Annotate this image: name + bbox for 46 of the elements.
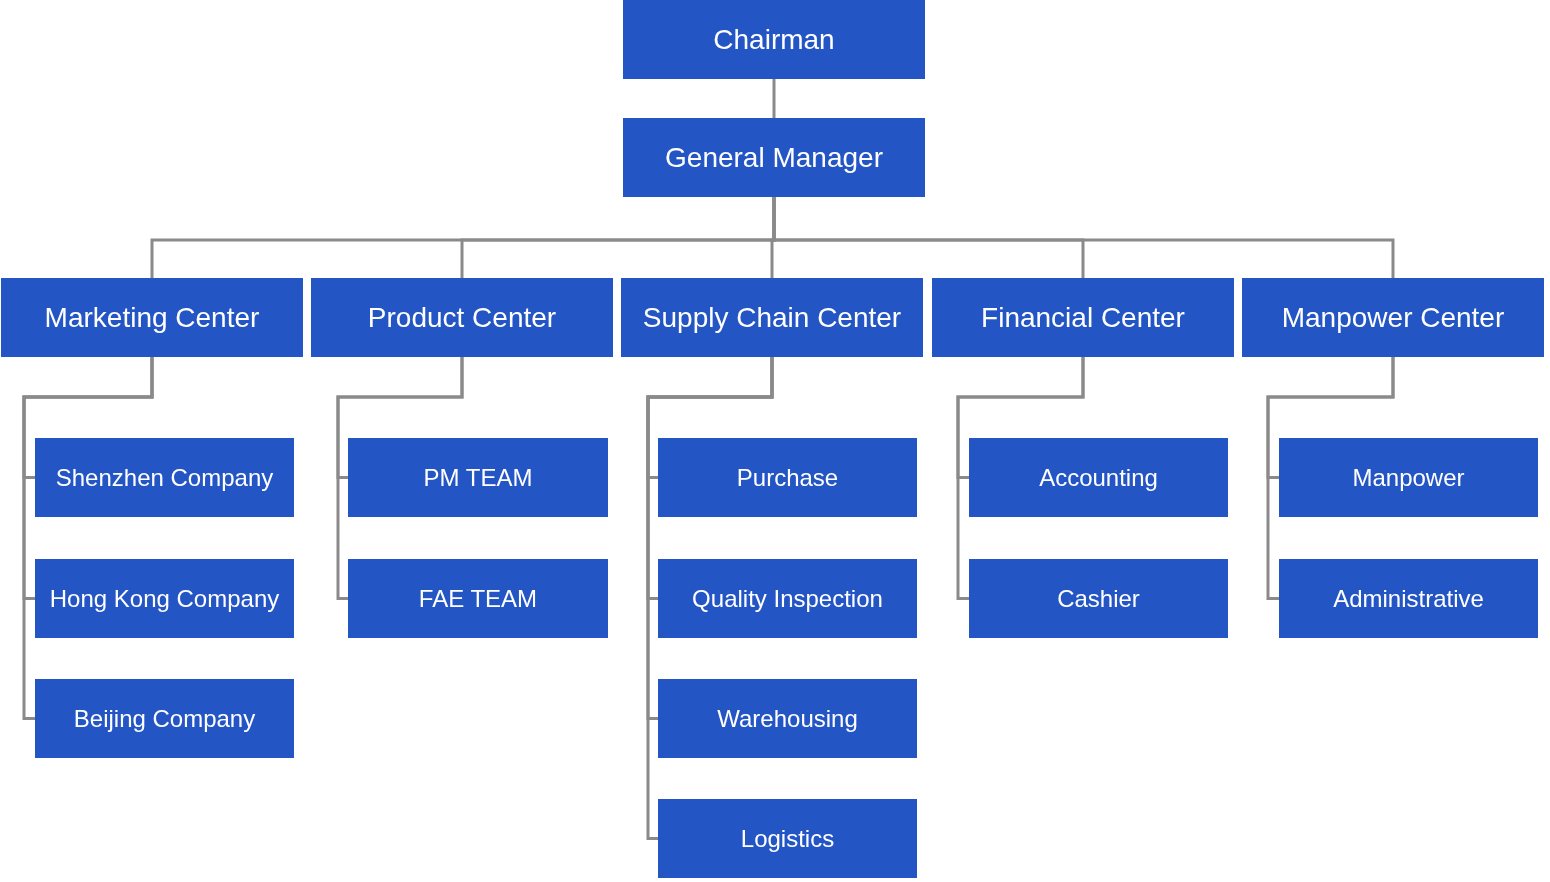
org-unit-box — [1, 278, 303, 357]
org-unit-box — [35, 438, 294, 517]
connector-line — [1266, 357, 1395, 600]
unit-name: Beijing Company — [73, 704, 256, 733]
unit-name: Purchase — [736, 463, 839, 492]
unit-name: Shenzhen Company — [55, 463, 274, 492]
org-unit-box — [348, 438, 608, 517]
org-unit-box — [1242, 278, 1544, 357]
connector-line — [646, 357, 774, 840]
org-unit-box — [311, 278, 613, 357]
org-unit-box — [1279, 559, 1538, 638]
unit-name: Warehousing — [717, 704, 858, 733]
unit-name: General Manager — [665, 141, 883, 174]
unit-name: Hong Kong Company — [49, 584, 280, 613]
unit-name: Quality Inspection — [692, 584, 883, 613]
org-unit-box — [35, 679, 294, 758]
unit-name: Chairman — [713, 23, 835, 56]
org-unit-box — [969, 559, 1228, 638]
org-unit-box — [1279, 438, 1538, 517]
org-unit-box — [932, 278, 1234, 357]
unit-name: Manpower Center — [1281, 301, 1505, 334]
org-unit-box — [969, 438, 1228, 517]
unit-name: Supply Chain Center — [642, 301, 902, 334]
connector-line — [956, 357, 1085, 600]
unit-name: Cashier — [1057, 584, 1140, 613]
org-unit-box — [348, 559, 608, 638]
org-unit-box — [658, 438, 917, 517]
org-unit-box — [658, 559, 917, 638]
org-unit-box — [621, 278, 923, 357]
unit-name: Product Center — [367, 301, 557, 334]
org-unit-box — [658, 679, 917, 758]
unit-name: Financial Center — [981, 301, 1185, 334]
unit-name: FAE TEAM — [418, 584, 538, 613]
connector-line — [336, 357, 464, 600]
connector-line — [22, 357, 154, 720]
unit-name: Accounting — [1039, 463, 1158, 492]
unit-name: Logistics — [740, 824, 835, 853]
unit-name: Administrative — [1333, 584, 1484, 613]
org-unit-box — [35, 559, 294, 638]
unit-name: PM TEAM — [423, 463, 533, 492]
org-unit-box — [623, 118, 925, 197]
org-unit-box — [658, 799, 917, 878]
unit-name: Manpower — [1352, 463, 1465, 492]
org-unit-box — [623, 0, 925, 79]
unit-name: Marketing Center — [44, 301, 260, 334]
connector-line — [772, 79, 776, 118]
